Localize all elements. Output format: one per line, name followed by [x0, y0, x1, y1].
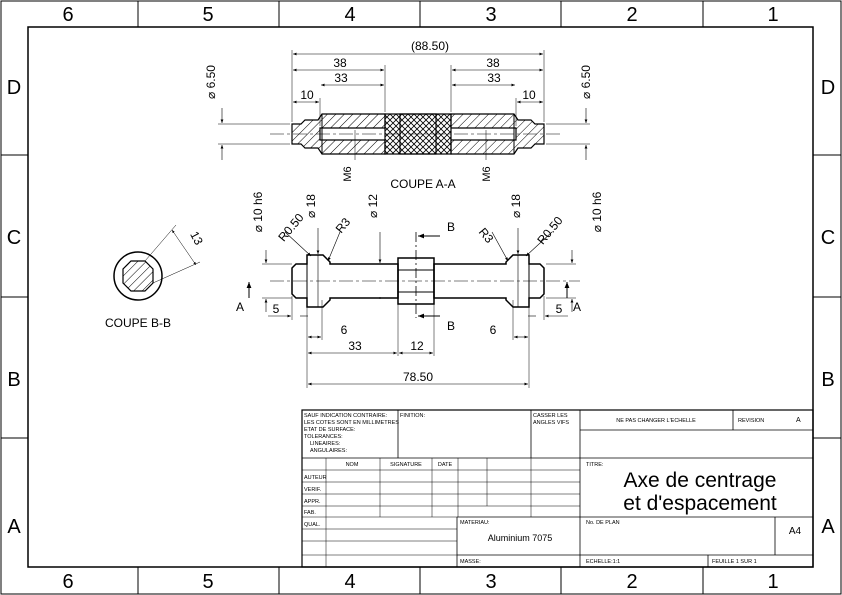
- zone-col-bottom-5: 2: [626, 571, 637, 593]
- dim-right-10: 10: [522, 88, 536, 102]
- zone-col-top-4: 3: [485, 4, 496, 26]
- tb-note-2: ETAT DE SURFACE:: [304, 427, 356, 433]
- section-aa-view: (88.50) 38 38 33 33 10 10 ⌀ 6.50 ⌀ 6.50 …: [204, 39, 593, 191]
- drawing-title-line1: Axe de centrage: [624, 469, 777, 492]
- tb-col-nom: NOM: [346, 462, 359, 468]
- dim-right-38: 38: [486, 56, 500, 70]
- r3-left: R3: [333, 215, 354, 236]
- tb-material-label: MATERIAU:: [460, 520, 490, 526]
- zone-col-bottom-1: 6: [62, 571, 73, 593]
- dim-left-33: 33: [334, 71, 348, 85]
- section-b-top: B: [447, 220, 455, 234]
- dim-6-right: 6: [490, 323, 497, 337]
- tb-note-4: LINEAIRES:: [310, 441, 341, 447]
- zone-row-right-b: B: [821, 369, 834, 391]
- dim-right-33: 33: [487, 71, 501, 85]
- zone-col-bottom-2: 5: [202, 571, 213, 593]
- tb-role-appr: APPR.: [304, 499, 321, 505]
- tb-break-edges-1: ANGLES VIFS: [533, 420, 569, 426]
- zone-row-right-c: C: [821, 227, 835, 249]
- r050-left: R0.50: [275, 210, 307, 244]
- section-bb-title: COUPE B-B: [105, 316, 171, 330]
- dim-5-left: 5: [273, 302, 280, 316]
- zone-col-top-6: 1: [767, 4, 778, 26]
- tb-col-date: DATE: [438, 462, 453, 468]
- section-b-bottom: B: [447, 319, 455, 333]
- tb-note-0: SAUF INDICATION CONTRAIRE:: [304, 413, 387, 419]
- main-shaft-view: ⌀ 10 h6 R0.50 ⌀ 18 R3 ⌀ 12 B B R3 ⌀ 18 R…: [236, 191, 604, 388]
- zone-col-bottom-4: 3: [485, 571, 496, 593]
- dia-12: ⌀ 12: [366, 194, 380, 218]
- section-a-left: A: [236, 300, 244, 314]
- section-bb-view: 13 COUPE B-B: [105, 224, 206, 330]
- zone-col-top-1: 6: [62, 4, 73, 26]
- dim-overall-length: (88.50): [411, 39, 449, 53]
- tb-mass-label: MASSE:: [460, 559, 481, 565]
- tb-role-fab: FAB.: [304, 510, 316, 516]
- dim-78-50: 78.50: [403, 370, 433, 384]
- zone-col-bottom-6: 1: [767, 571, 778, 593]
- dim-5-right: 5: [556, 302, 563, 316]
- tb-revision-value: A: [796, 417, 801, 424]
- zone-row-left-b: B: [7, 369, 20, 391]
- zone-row-left-a: A: [7, 516, 21, 538]
- dia-right-650: ⌀ 6.50: [579, 65, 593, 99]
- tb-role-auteur: AUTEUR: [304, 475, 327, 481]
- dia-10h6-left: ⌀ 10 h6: [251, 191, 265, 232]
- dim-left-10: 10: [300, 88, 314, 102]
- section-bb-dim-13: 13: [187, 229, 206, 248]
- zone-row-right-d: D: [821, 77, 835, 99]
- tb-title-label: TITRE:: [586, 462, 604, 468]
- zone-row-right-a: A: [821, 516, 835, 538]
- tb-format: A4: [789, 526, 802, 537]
- tb-drawing-no-label: No. DE PLAN: [586, 520, 620, 526]
- tb-scale-label: ECHELLE:1:1: [586, 559, 620, 565]
- tb-material-value: Aluminium 7075: [488, 533, 553, 543]
- zone-col-top-3: 4: [344, 4, 355, 26]
- dim-12: 12: [410, 339, 424, 353]
- tb-sheet-label: FEUILLE 1 SUR 1: [712, 559, 757, 565]
- section-aa-title: COUPE A-A: [390, 177, 455, 191]
- dia-18-right: ⌀ 18: [509, 194, 523, 218]
- drawing-title-line2: et d'espacement: [623, 492, 777, 515]
- dim-left-38: 38: [333, 56, 347, 70]
- tb-role-qual: QUAL.: [304, 522, 321, 528]
- dim-33: 33: [348, 339, 362, 353]
- r050-right: R0.50: [534, 213, 566, 247]
- tb-finish-label: FINITION:: [400, 413, 426, 419]
- thread-right-m6: M6: [481, 166, 493, 181]
- section-a-right: A: [573, 300, 581, 314]
- title-block: [301, 409, 814, 568]
- zone-col-top-5: 2: [626, 4, 637, 26]
- tb-note-1: LES COTES SONT EN MILLIMETRES: [304, 420, 399, 426]
- tb-role-verif: VERIF.: [304, 487, 322, 493]
- dia-10h6-right: ⌀ 10 h6: [590, 191, 604, 232]
- tb-col-signature: SIGNATURE: [390, 462, 422, 468]
- zone-col-bottom-3: 4: [344, 571, 355, 593]
- tb-revision-label: REVISION: [738, 418, 764, 424]
- dia-left-650: ⌀ 6.50: [204, 65, 218, 99]
- zone-col-top-2: 5: [202, 4, 213, 26]
- thread-left-m6: M6: [342, 166, 354, 181]
- tb-note-3: TOLERANCES:: [304, 434, 343, 440]
- dia-18-left: ⌀ 18: [304, 194, 318, 218]
- zone-row-left-c: C: [7, 227, 21, 249]
- r3-right: R3: [476, 225, 497, 246]
- tb-no-scale: NE PAS CHANGER L'ECHELLE: [616, 418, 696, 424]
- zone-row-left-d: D: [7, 77, 21, 99]
- dim-6-left: 6: [341, 323, 348, 337]
- tb-break-edges-0: CASSER LES: [533, 413, 568, 419]
- tb-note-5: ANGULAIRES:: [310, 448, 347, 454]
